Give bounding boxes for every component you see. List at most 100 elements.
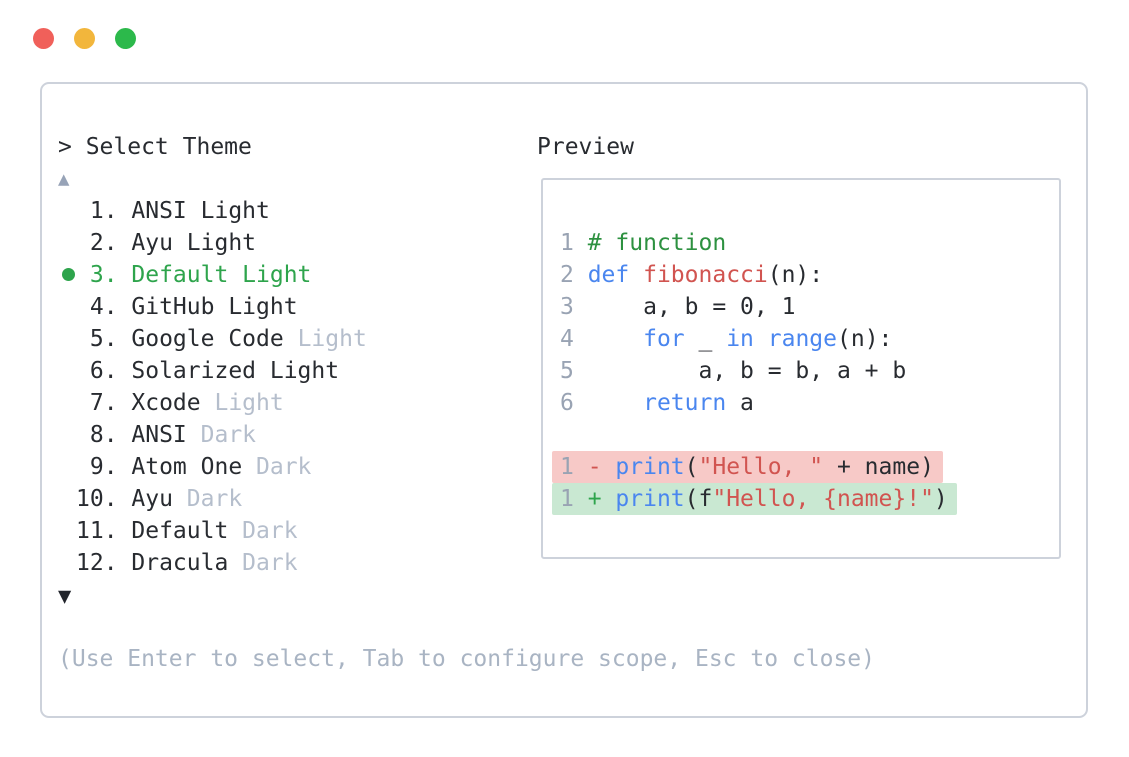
code-token: # function — [587, 230, 727, 256]
code-token: + — [587, 486, 616, 512]
line-number: 4 — [560, 326, 588, 352]
code-token: return — [643, 390, 727, 416]
theme-list-item[interactable]: 8. ANSI Dark — [62, 419, 367, 451]
list-item-number: 7. — [76, 390, 132, 416]
code-token: a, b = 0, 1 — [587, 294, 796, 320]
code-token: + name) — [823, 454, 934, 480]
list-item-variant: Dark — [228, 518, 298, 544]
code-token — [754, 326, 768, 352]
list-item-variant: Dark — [172, 486, 243, 512]
list-item-variant: Dark — [186, 422, 257, 448]
code-token: "Hello, {name}!" — [712, 486, 934, 512]
list-item-variant: Dark — [242, 454, 312, 480]
code-line-content: 3 a, b = 0, 1 — [560, 294, 795, 320]
line-number: 6 — [560, 390, 588, 416]
code-token: ( — [684, 454, 699, 480]
list-item-number: 10. — [76, 486, 132, 512]
theme-list-item[interactable]: 5. Google Code Light — [62, 323, 367, 355]
code-token: (n): — [837, 326, 893, 352]
close-button[interactable] — [33, 28, 54, 49]
code-line: 5 a, b = b, a + b — [560, 355, 957, 387]
list-item-number: 5. — [76, 326, 132, 352]
list-item-name: Google Code — [131, 326, 284, 352]
help-text: (Use Enter to select, Tab to configure s… — [58, 646, 875, 672]
theme-list-item[interactable]: 1. ANSI Light — [62, 195, 367, 227]
code-token: fibonacci — [643, 262, 768, 288]
code-token: def — [587, 262, 630, 288]
code-token: print — [615, 454, 685, 480]
list-item-variant: Dark — [228, 550, 298, 576]
list-item-number: 12. — [76, 550, 132, 576]
code-line-content: 4 for _ in range(n): — [560, 326, 892, 352]
line-number: 3 — [560, 294, 588, 320]
code-token: for — [643, 326, 685, 352]
selected-bullet-icon — [62, 259, 76, 291]
list-item-number: 3. — [76, 262, 132, 288]
code-token — [588, 390, 643, 416]
code-token: (f — [684, 486, 713, 512]
theme-list-item[interactable]: 9. Atom One Dark — [62, 451, 367, 483]
list-item-name: ANSI — [131, 422, 187, 448]
list-item-name: Default Light — [131, 262, 312, 288]
list-item-name: ANSI Light — [131, 198, 270, 224]
list-item-number: 11. — [76, 518, 132, 544]
line-number: 1 — [560, 230, 588, 256]
code-token: a — [726, 390, 754, 416]
list-item-number: 9. — [76, 454, 132, 480]
code-line: 1 + print(f"Hello, {name}!") — [552, 483, 957, 515]
preview-label: Preview — [537, 134, 634, 160]
list-item-number: 1. — [76, 198, 132, 224]
code-token: print — [615, 486, 685, 512]
select-theme-prompt: > Select Theme — [58, 134, 252, 160]
list-item-name: Solarized Light — [131, 358, 340, 384]
line-number: 5 — [560, 358, 588, 384]
list-item-variant: Light — [283, 326, 367, 352]
code-line: 6 return a — [560, 387, 957, 419]
list-item-number: 4. — [76, 294, 132, 320]
code-line: 2 def fibonacci(n): — [560, 259, 957, 291]
minimize-button[interactable] — [74, 28, 95, 49]
code-line-content: 5 a, b = b, a + b — [560, 358, 906, 384]
theme-list-item[interactable]: 10. Ayu Dark — [62, 483, 367, 515]
code-token: in — [726, 326, 754, 352]
list-item-number: 6. — [76, 358, 132, 384]
scroll-up-icon[interactable]: ▲ — [58, 168, 70, 190]
theme-list-item[interactable]: 2. Ayu Light — [62, 227, 367, 259]
maximize-button[interactable] — [115, 28, 136, 49]
list-item-name: Ayu — [131, 486, 173, 512]
code-token: a, b = b, a + b — [587, 358, 907, 384]
code-line-content: 1 - print("Hello, " + name) — [552, 451, 943, 483]
code-line-content: 6 return a — [560, 390, 754, 416]
code-token — [588, 326, 643, 352]
code-token: range — [767, 326, 837, 352]
line-number: 1 — [560, 454, 588, 480]
theme-list-item[interactable]: 3. Default Light — [62, 259, 367, 291]
scroll-down-icon[interactable]: ▼ — [58, 584, 72, 609]
theme-list-item[interactable]: 4. GitHub Light — [62, 291, 367, 323]
code-line: 1 - print("Hello, " + name) — [552, 451, 957, 483]
code-token: - — [587, 454, 616, 480]
code-line-content: 1 + print(f"Hello, {name}!") — [552, 483, 957, 515]
theme-list-item[interactable]: 7. Xcode Light — [62, 387, 367, 419]
code-token: "Hello, " — [698, 454, 824, 480]
code-line: 4 for _ in range(n): — [560, 323, 957, 355]
code-token: ) — [933, 486, 948, 512]
list-item-name: Ayu Light — [131, 230, 257, 256]
theme-list-item[interactable]: 12. Dracula Dark — [62, 547, 367, 579]
theme-list: 1. ANSI Light 2. Ayu Light 3. Default Li… — [62, 195, 367, 579]
theme-list-item[interactable]: 6. Solarized Light — [62, 355, 367, 387]
line-number: 2 — [560, 262, 588, 288]
list-item-name: GitHub Light — [131, 294, 298, 320]
code-line: 3 a, b = 0, 1 — [560, 291, 957, 323]
theme-list-item[interactable]: 11. Default Dark — [62, 515, 367, 547]
code-line — [560, 419, 957, 451]
list-item-name: Xcode — [131, 390, 201, 416]
code-line-content: 1 # function — [560, 230, 726, 256]
code-line-content: 2 def fibonacci(n): — [560, 262, 823, 288]
theme-picker-dialog: > Select Theme ▲ 1. ANSI Light 2. Ayu Li… — [40, 82, 1088, 718]
code-line: 1 # function — [560, 227, 957, 259]
code-token: (n): — [767, 262, 824, 288]
